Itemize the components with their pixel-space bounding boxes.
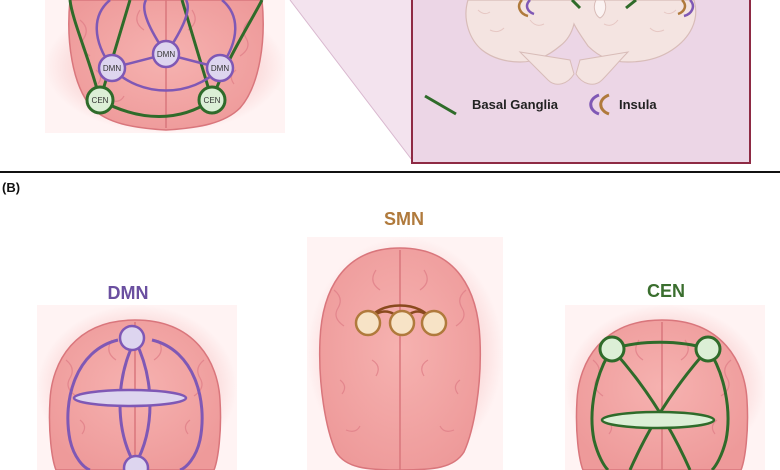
smn-brain-gyri [333,269,467,432]
top-dmn-node-center-label: DMN [157,50,175,59]
legend-insula-label: Insula [619,97,657,112]
legend-basal-ganglia-label: Basal Ganglia [472,97,558,112]
inset-panel [411,0,751,164]
top-cen-node-right-label: CEN [204,96,221,105]
top-dmn-node-right: DMN [205,53,235,83]
cen-node-band [600,410,716,430]
top-cen-node-right: CEN [197,85,227,115]
top-brain-panel: DMN DMN DMN CEN CEN [45,0,285,133]
dmn-node-pcc [122,454,150,470]
smn-node-right [420,309,448,337]
zoom-projection-edge [289,0,413,161]
dmn-brain-gyri [65,339,205,435]
smn-title: SMN [384,209,424,229]
dmn-title: DMN [108,283,149,303]
cen-node-right [694,335,722,363]
dmn-node-mpfc [118,324,146,352]
top-dmn-node-left-label: DMN [103,64,121,73]
coronal-section [465,0,697,85]
top-cen-node-left-label: CEN [92,96,109,105]
inset-insula-right [677,0,695,18]
smn-node-center [388,309,416,337]
smn-brain-panel [307,237,503,470]
legend-basal-ganglia-icon [424,94,457,116]
cen-node-left [598,335,626,363]
legend-insula-icon [589,93,610,116]
top-dmn-node-right-label: DMN [211,64,229,73]
dmn-brain-panel [37,305,237,470]
inset-basal-ganglia-marks [570,0,637,10]
panel-b-label: (B) [2,180,21,195]
dmn-node-band [72,388,188,408]
cen-title: CEN [647,281,685,301]
smn-node-left [354,309,382,337]
top-dmn-node-center: DMN [151,39,181,69]
inset-insula-left [517,0,535,18]
top-cen-lines [68,0,264,118]
top-cen-node-left: CEN [85,85,115,115]
top-dmn-node-left: DMN [97,53,127,83]
cen-brain-panel [565,305,765,470]
